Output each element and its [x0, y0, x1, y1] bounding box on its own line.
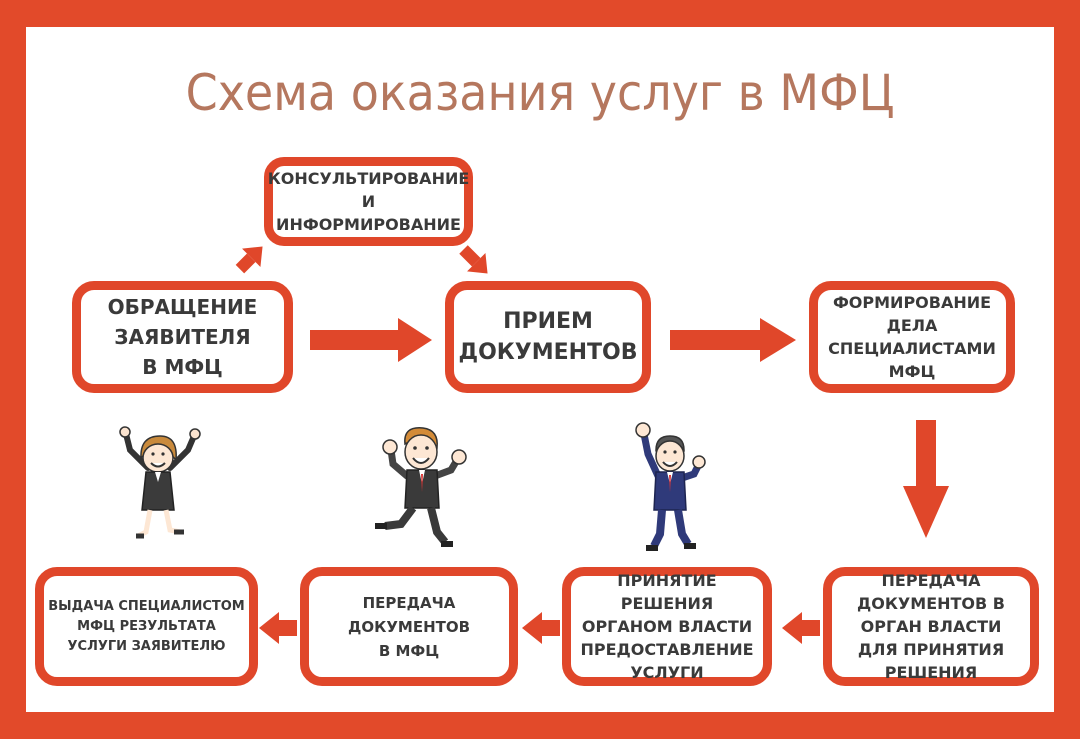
box-applicant-appeal-line: ОБРАЩЕНИЕ	[107, 295, 258, 319]
box-result-issuance-line: МФЦ РЕЗУЛЬТАТА	[77, 618, 216, 634]
box-authority-decision-line: УСЛУГИ	[630, 663, 704, 682]
box-case-formation: ФОРМИРОВАНИЕ ДЕЛА СПЕЦИАЛИСТАМИ МФЦ	[809, 281, 1015, 393]
box-document-acceptance-line: ПРИЕМ	[503, 309, 593, 334]
arrow-appeal-to-accept	[310, 318, 432, 362]
box-result-issuance: ВЫДАЧА СПЕЦИАЛИСТОМ МФЦ РЕЗУЛЬТАТА УСЛУГ…	[35, 567, 258, 686]
box-case-formation-line: МФЦ	[888, 362, 936, 381]
box-applicant-appeal: ОБРАЩЕНИЕ ЗАЯВИТЕЛЯ В МФЦ	[72, 281, 293, 393]
box-transfer-to-authority-line: ДОКУМЕНТОВ В	[857, 594, 1005, 613]
diagram-title: Схема оказания услуг в МФЦ	[185, 64, 895, 122]
arrow-docs-to-issue	[259, 612, 297, 644]
box-transfer-to-authority-line: ОРГАН ВЛАСТИ	[860, 617, 1002, 636]
box-case-formation-line: ДЕЛА СПЕЦИАЛИСТАМИ	[828, 316, 996, 358]
box-consultation: КОНСУЛЬТИРОВАНИЕ И ИНФОРМИРОВАНИЕ	[264, 157, 473, 246]
box-consultation-line: КОНСУЛЬТИРОВАНИЕ	[267, 169, 470, 188]
box-transfer-to-authority: ПЕРЕДАЧА ДОКУМЕНТОВ В ОРГАН ВЛАСТИ ДЛЯ П…	[823, 567, 1039, 686]
box-documents-to-mfc-line: В МФЦ	[378, 641, 440, 660]
arrow-decision-to-docs	[522, 612, 560, 644]
arrow-appeal-to-consult	[235, 246, 263, 274]
arrow-transfer-to-decision	[782, 612, 820, 644]
box-transfer-to-authority-line: ДЛЯ ПРИНЯТИЯ РЕШЕНИЯ	[857, 640, 1005, 682]
box-authority-decision: ПРИНЯТИЕ РЕШЕНИЯ ОРГАНОМ ВЛАСТИ ПРЕДОСТА…	[562, 567, 772, 686]
box-result-issuance-line: УСЛУГИ ЗАЯВИТЕЛЮ	[67, 638, 226, 654]
box-applicant-appeal-line: ЗАЯВИТЕЛЯ	[114, 325, 251, 349]
box-documents-to-mfc: ПЕРЕДАЧА ДОКУМЕНТОВ В МФЦ	[300, 567, 518, 686]
man-jumping-icon	[375, 427, 467, 547]
box-consultation-line: И ИНФОРМИРОВАНИЕ	[276, 192, 461, 234]
box-documents-to-mfc-line: ПЕРЕДАЧА ДОКУМЕНТОВ	[347, 593, 471, 636]
box-applicant-appeal-line: В МФЦ	[142, 355, 223, 379]
box-case-formation-line: ФОРМИРОВАНИЕ	[832, 293, 992, 312]
box-document-acceptance-line: ДОКУМЕНТОВ	[458, 340, 638, 365]
box-authority-decision-line: ПРЕДОСТАВЛЕНИЕ	[580, 640, 754, 659]
box-document-acceptance: ПРИЕМ ДОКУМЕНТОВ	[445, 281, 651, 393]
arrow-accept-to-form	[670, 318, 796, 362]
arrow-form-to-transfer	[903, 420, 949, 538]
box-result-issuance-line: ВЫДАЧА СПЕЦИАЛИСТОМ	[48, 598, 245, 614]
box-authority-decision-line: ПРИНЯТИЕ РЕШЕНИЯ	[617, 571, 717, 613]
man-fist-raised-icon	[635, 422, 706, 551]
box-authority-decision-line: ОРГАНОМ ВЛАСТИ	[581, 617, 753, 636]
box-transfer-to-authority-line: ПЕРЕДАЧА	[881, 571, 981, 590]
woman-cheering-icon	[119, 426, 201, 539]
arrow-consult-to-accept	[459, 245, 488, 274]
